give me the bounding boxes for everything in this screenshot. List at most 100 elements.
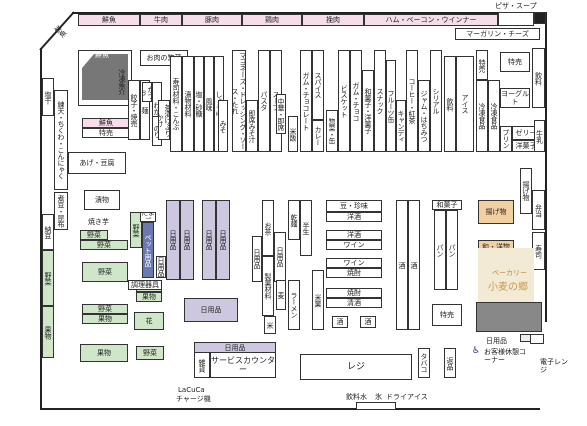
bakery-counter [476,302,542,332]
area-chicken: 鶏肉 [242,14,302,26]
aisle-frozen: 冷凍食品 [476,80,488,152]
label-charge: チャージ機 [176,395,211,403]
area-flower: 花 [134,312,164,330]
area-natto: 納豆 [42,214,54,250]
label-sashimi: 鮮魚 [95,51,109,59]
aisle-biscuit: ビスケット [338,50,350,152]
aisle-spice: スパイス [312,50,324,120]
area-shochu: 焼酎 [326,268,382,278]
area-fruit-wall: 果物 [42,306,54,358]
area-processed: 練天・ちくわ・こんにゃく [54,90,68,190]
label-rest-corner: お客様休憩コーナー [484,348,526,364]
aisle-chinese: 中華・即席 [276,94,286,134]
area-liquor: 洋酒 [326,230,382,240]
area-sushi: 寿司 [532,232,545,270]
label-dry-ice: ドライアイス [386,393,428,401]
aisle-special2: 特売 [476,50,488,80]
aisle-ready: 惣菜・缶 [326,110,338,152]
aisle-flavor: 風味 [204,56,214,152]
label-microwave: 電子レンジ [540,358,568,374]
aisle-cereal: シリアル [430,50,442,152]
area-bento: 弁当 [532,190,545,230]
bakery-label-top: ベーカリー [492,269,527,277]
wall-right [545,12,547,322]
aisle-gyoza: 餃子・焼売 [128,80,140,140]
area-nigh-goods: 雑貨 [194,352,210,378]
aisle-salt: 塩・砂糖 [194,56,204,152]
aisle-drinks: 飲料 [444,56,456,152]
aisle-curry: カレー [312,120,324,152]
area-wagashi: 和菓子 [432,200,462,210]
aisle-fruits-can: フルーツ缶 [386,60,396,152]
wall-left [40,48,42,410]
area-sake4: 酒 [360,316,376,328]
area-daily-2: 日用品 [180,200,194,280]
area-salt-dried: 塩干 [42,78,54,116]
aisle-pan2: パン [446,210,458,290]
wall-top [72,12,540,14]
aisle-pasta: パスタ [258,50,270,152]
aisle-seasoning: 製菓材料 [262,256,274,316]
area-fruit-3: 果物 [80,344,128,362]
register-area: レジ [300,354,412,380]
area-veg-4: 野菜 [136,346,164,360]
label-daily-items: 日用品 [486,337,507,345]
area-fried: 揚げ物 [478,200,514,224]
aisle-furikake: 茶漬けふりかけ [158,100,170,140]
area-egg: たまご [140,212,156,222]
area-veg-3: 野菜 [82,262,128,282]
area-pudding: プリン [500,126,512,152]
aisle-dried-noodle: 乾麺 [288,200,300,240]
wall-bottom [40,408,540,410]
area-daily-3: 日用品 [202,200,216,280]
area-sake3: 酒 [332,316,348,328]
aisle-dry-goods: 漬物材料 [182,56,194,152]
aisle-daily-6: 日用品 [252,236,262,282]
area-ham: ハム・ベーコン・ウインナー [364,14,498,26]
aisle-miso: みそ [218,100,228,152]
area-beef: 牛肉 [140,14,182,26]
area-daily-4: 日用品 [216,200,230,280]
aisle-mayo: マヨネーズ・ドレッシング・ソース・たれ [232,50,246,152]
area-fruit-2: 果物 [136,292,162,302]
area-veg-fruit-1: 野菜 [82,304,128,314]
area-yogurt: ヨーグルト [500,88,530,108]
area-minced: 挽肉 [302,14,364,26]
area-microwave-box [530,334,544,344]
area-daily-by-pet: 日用品 [156,256,166,278]
label-frozen-fish: 冷凍魚介 [118,69,126,95]
label-roast-potato: 焼き芋 [88,218,109,226]
bakery-area [478,248,534,302]
area-bean: 豆・珍味 [326,200,382,212]
area-tobacco: タバコ [418,348,430,378]
aisle-gum2: ガム・チョコ [350,50,362,152]
aisle-ice: アイス [456,56,474,152]
aisle-jam: ジャム・はちみつ [418,80,430,152]
aisle-snack: スナック [374,50,386,152]
aisle-semi: 半生 [300,200,312,256]
aisle-candy: キャンディ [396,100,406,152]
area-beans: 煮豆・昆布 [54,192,68,230]
label-lacuca: LaCuCa [178,386,205,394]
area-veg-wall: 野菜 [42,250,54,306]
aisle-rice-goods: 米飯 [288,116,298,152]
aisle-cake-goods: 日用品 [274,232,286,282]
aisle-instant: 即席みそ汁 [246,100,258,152]
bakery-name: 小麦の郷 [488,282,528,293]
wall-corner [39,11,75,51]
area-pizza-soup [498,12,534,26]
label-pizza: ピザ・スープ [495,2,537,10]
aisle-frozen2: 冷凍食品 [488,80,500,152]
area-return: 返品 [444,348,456,378]
aisle-noodles: 麺 [140,80,150,140]
area-wine: ワイン [326,240,382,250]
area-fresh-fish-top: 鮮魚 [78,14,140,26]
area-veg-2: 野菜 [80,240,128,250]
area-sake2: 清酒 [326,298,382,308]
area-fresh-fish-case: 鮮魚 [82,118,130,128]
area-fried-side: 揚げ物 [520,168,532,214]
aisle-pan: パン [434,210,446,290]
aisle-rice: 米 [264,316,276,334]
aisle-grain: 麦 [276,280,286,310]
area-special-left: 特売 [82,128,130,138]
